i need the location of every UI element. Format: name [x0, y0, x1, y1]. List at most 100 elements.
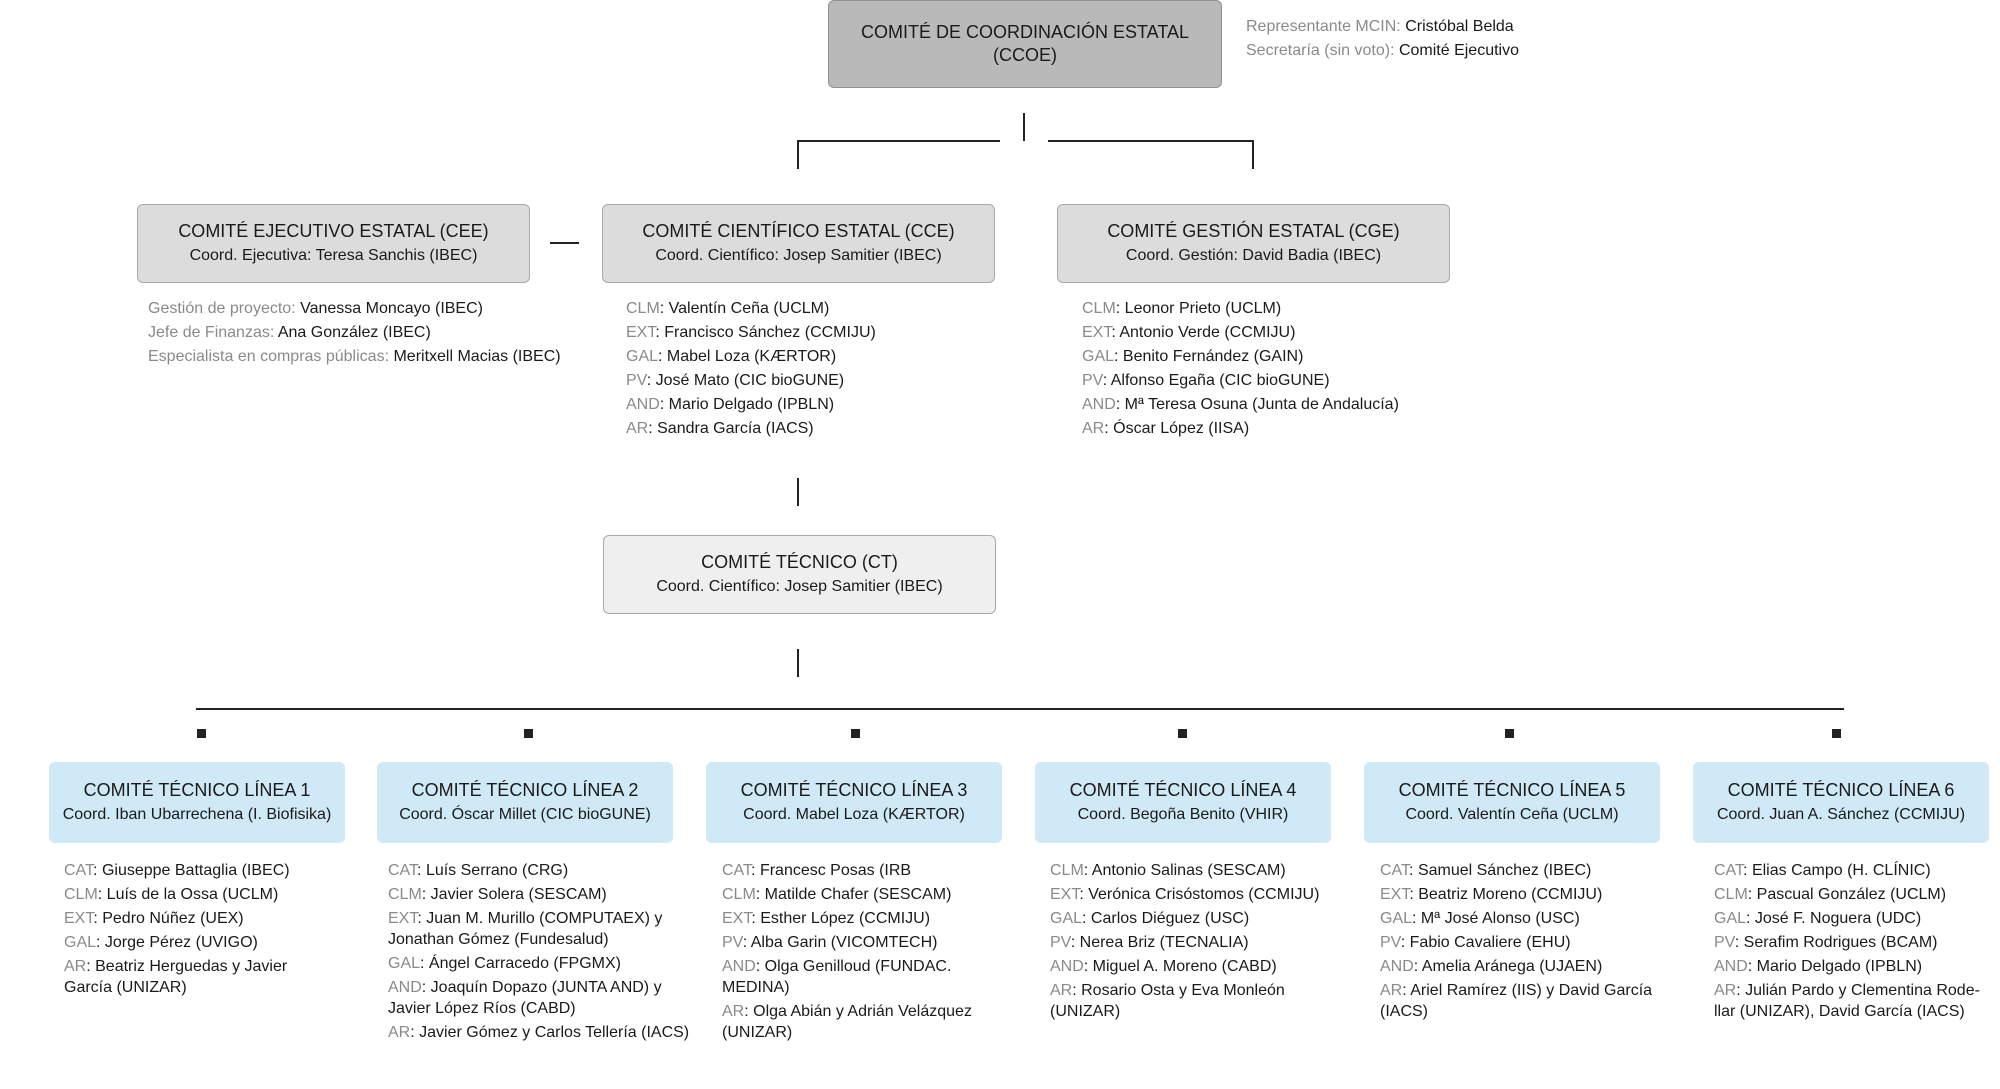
member-row: CLM: Pascual González (UCLM)	[1714, 884, 2000, 905]
member-value: : Francesc Posas (IRB	[751, 862, 912, 879]
connector	[797, 140, 1000, 142]
member-value: : Olga Abián y Adrián Velázquez (UNIZAR)	[722, 1003, 972, 1041]
member-value: : Alfonso Egaña (CIC bioGUNE)	[1102, 372, 1330, 389]
member-key: EXT	[626, 324, 656, 341]
cce-coord: Coord. Científico: Josep Samitier (IBEC)	[655, 246, 942, 264]
member-key: GAL	[1380, 910, 1413, 927]
member-key: AR	[722, 1003, 745, 1020]
member-value: : Valentín Ceña (UCLM)	[659, 300, 830, 317]
line-5-box: COMITÉ TÉCNICO LÍNEA 5 Coord. Valentín C…	[1364, 762, 1660, 843]
member-row: CLM: Antonio Salinas (SESCAM)	[1050, 860, 1350, 881]
member-key: PV	[1082, 372, 1103, 389]
member-value: : Leonor Prieto (UCLM)	[1115, 300, 1282, 317]
member-value: : Mª José Alonso (USC)	[1412, 910, 1580, 927]
cge-title: COMITÉ GESTIÓN ESTATAL (CGE)	[1107, 221, 1400, 242]
cee-title: COMITÉ EJECUTIVO ESTATAL (CEE)	[178, 221, 489, 242]
member-row: CLM: Javier Solera (SESCAM)	[388, 884, 708, 905]
member-value: : Carlos Diéguez (USC)	[1082, 910, 1250, 927]
member-value: : Mª Teresa Osuna (Junta de Andalucía)	[1115, 396, 1399, 413]
member-value: : Jorge Pérez (UVIGO)	[96, 934, 258, 951]
member-row: PV: Alfonso Egaña (CIC bioGUNE)	[1082, 369, 1482, 393]
member-key: AR	[64, 958, 87, 975]
line-title: COMITÉ TÉCNICO LÍNEA 3	[740, 780, 968, 801]
note-key: Secretaría (sin voto):	[1246, 42, 1395, 59]
member-row: PV: Fabio Cavaliere (EHU)	[1380, 932, 1680, 953]
member-row: GAL: Mabel Loza (KÆRTOR)	[626, 345, 956, 369]
member-key: AR	[626, 420, 649, 437]
member-row: Jefe de Finanzas: Ana González (IBEC)	[148, 321, 598, 345]
member-row: CLM: Valentín Ceña (UCLM)	[626, 297, 956, 321]
member-row: GAL: Benito Fernández (GAIN)	[1082, 345, 1482, 369]
member-row: AR: Beatriz Herguedas y Javier García (U…	[64, 956, 334, 998]
member-key: EXT	[388, 910, 418, 927]
member-value: : Samuel Sánchez (IBEC)	[1409, 862, 1592, 879]
member-row: AND: Mª Teresa Osuna (Junta de Andalucía…	[1082, 393, 1482, 417]
member-row: AND: Amelia Aránega (UJAEN)	[1380, 956, 1680, 977]
member-value: : Antonio Verde (CCMIJU)	[1111, 324, 1296, 341]
line-coord: Coord. Óscar Millet (CIC bioGUNE)	[399, 805, 651, 823]
member-value: : Mabel Loza (KÆRTOR)	[658, 348, 837, 365]
member-value: : Ángel Carracedo (FPGMX)	[420, 955, 621, 972]
member-value: : Miguel A. Moreno (CABD)	[1083, 958, 1277, 975]
member-key: CLM	[64, 886, 98, 903]
member-value: : Luís Serrano (CRG)	[417, 862, 569, 879]
note-value: Comité Ejecutivo	[1398, 42, 1519, 59]
member-key: Especialista en compras públicas:	[148, 348, 390, 365]
member-row: GAL: Carlos Diéguez (USC)	[1050, 908, 1350, 929]
member-key: AR	[1714, 982, 1737, 999]
member-row: CAT: Luís Serrano (CRG)	[388, 860, 708, 881]
member-row: AND: Miguel A. Moreno (CABD)	[1050, 956, 1350, 977]
member-row: CAT: Giuseppe Battaglia (IBEC)	[64, 860, 334, 881]
member-key: EXT	[64, 910, 94, 927]
member-value: : Nerea Briz (TECNALIA)	[1070, 934, 1249, 951]
member-key: GAL	[388, 955, 421, 972]
connector	[1048, 140, 1254, 142]
member-key: AND	[1050, 958, 1084, 975]
line-6-members: CAT: Elias Campo (H. CLÍNIC) CLM: Pascua…	[1714, 860, 2000, 1025]
member-key: CLM	[1714, 886, 1748, 903]
member-value: : Julián Pardo y Clementina Rode-llar (U…	[1714, 982, 1980, 1020]
member-row: AR: Óscar López (IISA)	[1082, 417, 1482, 441]
member-key: GAL	[64, 934, 97, 951]
line-2-box: COMITÉ TÉCNICO LÍNEA 2 Coord. Óscar Mill…	[377, 762, 673, 843]
ccoe-note-row: Representante MCIN: Cristóbal Belda	[1246, 15, 1519, 39]
member-row: Gestión de proyecto: Vanessa Moncayo (IB…	[148, 297, 598, 321]
member-key: GAL	[626, 348, 659, 365]
member-value: : Matilde Chafer (SESCAM)	[755, 886, 952, 903]
member-row: EXT: Verónica Crisóstomos (CCMIJU)	[1050, 884, 1350, 905]
line-6-box: COMITÉ TÉCNICO LÍNEA 6 Coord. Juan A. Sá…	[1693, 762, 1989, 843]
member-value: : Serafim Rodrigues (BCAM)	[1734, 934, 1938, 951]
connector	[797, 478, 799, 506]
member-row: PV: Nerea Briz (TECNALIA)	[1050, 932, 1350, 953]
member-value: : Ariel Ramírez (IIS) y David García (IA…	[1380, 982, 1653, 1020]
line-4-box: COMITÉ TÉCNICO LÍNEA 4 Coord. Begoña Ben…	[1035, 762, 1331, 843]
connector-square	[1178, 729, 1187, 738]
member-value: : Pedro Núñez (UEX)	[93, 910, 244, 927]
member-row: CLM: Luís de la Ossa (UCLM)	[64, 884, 334, 905]
member-value: : Verónica Crisóstomos (CCMIJU)	[1079, 886, 1320, 903]
line-title: COMITÉ TÉCNICO LÍNEA 1	[83, 780, 311, 801]
member-row: AND: Joaquín Dopazo (JUNTA AND) y Javier…	[388, 977, 708, 1019]
cee-members: Gestión de proyecto: Vanessa Moncayo (IB…	[148, 297, 598, 369]
line-coord: Coord. Mabel Loza (KÆRTOR)	[743, 805, 965, 823]
member-row: EXT: Antonio Verde (CCMIJU)	[1082, 321, 1482, 345]
member-row: CAT: Samuel Sánchez (IBEC)	[1380, 860, 1680, 881]
line-2-members: CAT: Luís Serrano (CRG) CLM: Javier Sole…	[388, 860, 708, 1046]
member-value: : Olga Genilloud (FUNDAC. MEDINA)	[722, 958, 952, 996]
member-key: Jefe de Finanzas:	[148, 324, 275, 341]
member-row: EXT: Pedro Núñez (UEX)	[64, 908, 334, 929]
member-value: : Fabio Cavaliere (EHU)	[1400, 934, 1571, 951]
member-key: CLM	[722, 886, 756, 903]
member-key: PV	[1050, 934, 1071, 951]
member-key: PV	[626, 372, 647, 389]
member-key: PV	[1380, 934, 1401, 951]
line-4-members: CLM: Antonio Salinas (SESCAM) EXT: Verón…	[1050, 860, 1350, 1025]
line-1-members: CAT: Giuseppe Battaglia (IBEC) CLM: Luís…	[64, 860, 334, 1001]
member-value: : Benito Fernández (GAIN)	[1114, 348, 1304, 365]
line-title: COMITÉ TÉCNICO LÍNEA 6	[1727, 780, 1955, 801]
member-key: EXT	[1050, 886, 1080, 903]
member-row: AR: Sandra García (IACS)	[626, 417, 956, 441]
member-row: AR: Javier Gómez y Carlos Tellería (IACS…	[388, 1022, 708, 1043]
member-key: CAT	[722, 862, 752, 879]
member-value: : Francisco Sánchez (CCMIJU)	[655, 324, 876, 341]
